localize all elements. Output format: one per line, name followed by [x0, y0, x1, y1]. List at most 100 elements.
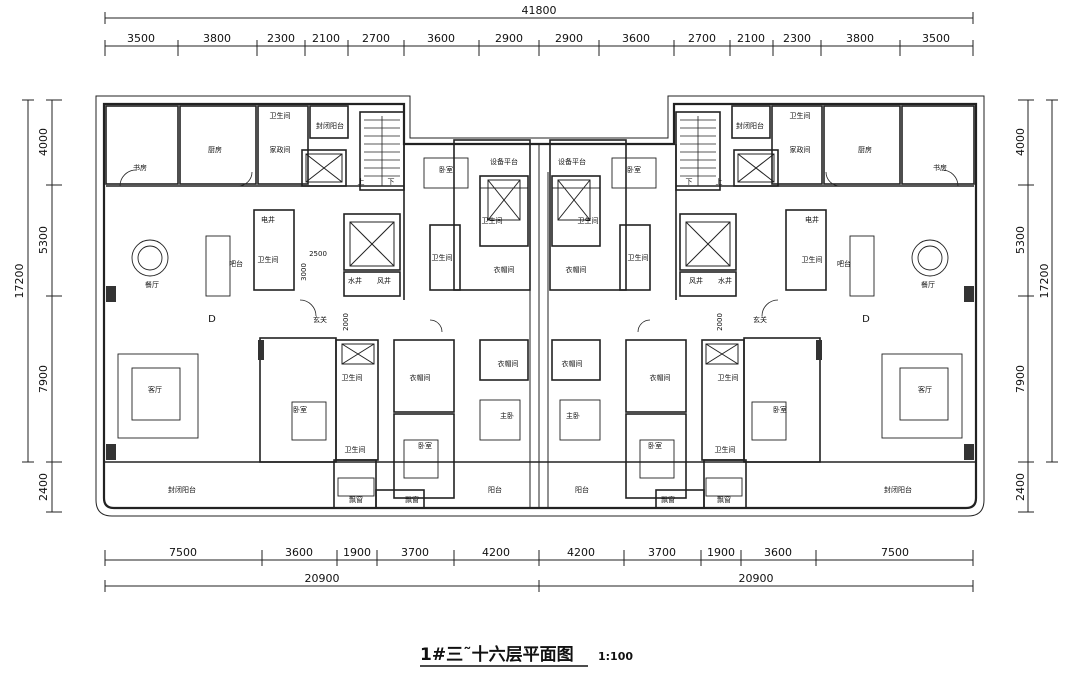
top-seg-9: 2700 — [688, 32, 716, 45]
label-bath-left-1: 卫生间 — [270, 111, 291, 120]
top-seg-8: 3600 — [622, 32, 650, 45]
label-enclosed-balcony-left-top: 封闭阳台 — [316, 121, 344, 130]
left-seg-0: 4000 — [37, 128, 50, 156]
label-living-right: 客厅 — [918, 385, 932, 394]
label-closet-right-1: 衣帽间 — [566, 265, 587, 274]
label-equipment-platform-left: 设备平台 — [490, 157, 518, 166]
label-enclosed-balcony-right-top: 封闭阳台 — [736, 121, 764, 130]
stairs — [364, 116, 716, 186]
top-seg-3: 2100 — [312, 32, 340, 45]
left-dimension-chain — [22, 99, 62, 513]
label-master-left: 主卧 — [500, 411, 514, 420]
right-dimension-chain — [1018, 99, 1058, 513]
left-total-dim: 17200 — [13, 264, 26, 299]
label-bay-right-1: 飘窗 — [717, 495, 731, 504]
label-elec-well-left: 电井 — [261, 215, 275, 224]
top-seg-11: 2300 — [783, 32, 811, 45]
stair-note-left: 2500 — [309, 250, 327, 258]
label-closet-right-3: 衣帽间 — [562, 359, 583, 368]
bot-seg-9: 7500 — [881, 546, 909, 559]
top-seg-5: 3600 — [427, 32, 455, 45]
bot-seg-3: 3700 — [401, 546, 429, 559]
label-bedroom-left-2: 卧室 — [293, 405, 307, 414]
label-study-left: 书房 — [133, 163, 147, 172]
bottom-segment-labels: 7500 3600 1900 3700 4200 4200 3700 1900 … — [169, 546, 909, 559]
bot-seg-1: 3600 — [285, 546, 313, 559]
label-closet-left-1: 衣帽间 — [494, 265, 515, 274]
label-down-left: 下 — [388, 178, 395, 186]
label-balcony-right: 阳台 — [575, 485, 589, 494]
label-bedroom-right-2: 卧室 — [773, 405, 787, 414]
interior-dim-notes: 2500 3000 2000 2000 — [300, 250, 724, 331]
label-kitchen-left: 厨房 — [208, 145, 222, 154]
label-water-well-right: 水井 — [718, 276, 732, 285]
top-seg-1: 3800 — [203, 32, 231, 45]
label-living-left: 客厅 — [148, 385, 162, 394]
label-up-left: 上 — [358, 177, 365, 186]
right-unit-walls — [549, 105, 975, 509]
bot-seg-2: 1900 — [343, 546, 371, 559]
right-total-dim: 17200 — [1038, 264, 1051, 299]
label-bedroom-left-3: 卧室 — [418, 441, 432, 450]
corridor-dim-left: 2000 — [342, 313, 350, 331]
label-bath-left-2: 卫生间 — [258, 255, 279, 264]
label-bath-left-3: 卫生间 — [482, 216, 503, 225]
label-bath-right-2: 卫生间 — [802, 255, 823, 264]
unit-tag-right: D — [862, 314, 870, 325]
left-seg-1: 5300 — [37, 226, 50, 254]
label-water-well-left: 水井 — [348, 276, 362, 285]
top-seg-7: 2900 — [555, 32, 583, 45]
door-swings — [119, 169, 959, 333]
label-bath-left-4: 卫生间 — [432, 253, 453, 262]
right-seg-2: 7900 — [1014, 365, 1027, 393]
label-bar-left: 吧台 — [229, 259, 243, 268]
bot-seg-5: 4200 — [567, 546, 595, 559]
label-balcony-left: 阳台 — [488, 485, 502, 494]
label-bedroom-left-1: 卧室 — [439, 165, 453, 174]
bot-total-right: 20900 — [739, 572, 774, 585]
top-dimension-chain — [104, 12, 974, 56]
label-bay-left-1: 飘窗 — [349, 495, 363, 504]
top-seg-10: 2100 — [737, 32, 765, 45]
bot-total-left: 20900 — [305, 572, 340, 585]
structural-columns — [106, 286, 974, 460]
label-elec-well-right: 电井 — [805, 215, 819, 224]
label-bath-right-4: 卫生间 — [628, 253, 649, 262]
bot-seg-4: 4200 — [482, 546, 510, 559]
top-seg-12: 3800 — [846, 32, 874, 45]
building-outline — [95, 95, 985, 517]
label-up-right: 上 — [716, 177, 723, 186]
label-bar-right: 吧台 — [837, 259, 851, 268]
top-seg-0: 3500 — [127, 32, 155, 45]
label-dining-left: 餐厅 — [145, 280, 159, 289]
unit-tag-left: D — [208, 314, 216, 325]
label-air-well-left: 风井 — [377, 276, 391, 285]
right-seg-0: 4000 — [1014, 128, 1027, 156]
label-equipment-platform-right: 设备平台 — [558, 157, 586, 166]
label-bath-left-6: 卫生间 — [345, 445, 366, 454]
right-seg-3: 2400 — [1014, 473, 1027, 501]
right-unit-labels: 书房 厨房 卫生间 封闭阳台 家政间 设备平台 卧室 电井 卫生间 水井 风井 … — [558, 111, 947, 504]
top-segment-labels: 3500 3800 2300 2100 2700 3600 2900 2900 … — [127, 32, 950, 45]
bot-seg-8: 3600 — [764, 546, 792, 559]
right-seg-1: 5300 — [1014, 226, 1027, 254]
label-down-right: 下 — [686, 178, 693, 186]
bot-seg-7: 1900 — [707, 546, 735, 559]
label-bath-right-1: 卫生间 — [790, 111, 811, 120]
label-enclosed-balcony-left: 封闭阳台 — [168, 485, 196, 494]
elevator-shafts — [305, 153, 775, 365]
left-unit-labels: 书房 厨房 卫生间 封闭阳台 家政间 设备平台 卧室 电井 卫生间 水井 风井 … — [133, 111, 519, 504]
furniture — [117, 157, 963, 497]
drawing-scale: 1:100 — [598, 650, 633, 663]
stair-note2-left: 3000 — [300, 263, 308, 281]
label-dining-right: 餐厅 — [921, 280, 935, 289]
top-seg-2: 2300 — [267, 32, 295, 45]
label-bedroom-right-3: 卧室 — [648, 441, 662, 450]
top-seg-13: 3500 — [922, 32, 950, 45]
label-bath-right-6: 卫生间 — [715, 445, 736, 454]
label-bay-left-2: 飘窗 — [405, 495, 419, 504]
bot-seg-0: 7500 — [169, 546, 197, 559]
label-foyer-right: 玄关 — [753, 315, 767, 324]
left-unit-walls — [105, 105, 531, 509]
